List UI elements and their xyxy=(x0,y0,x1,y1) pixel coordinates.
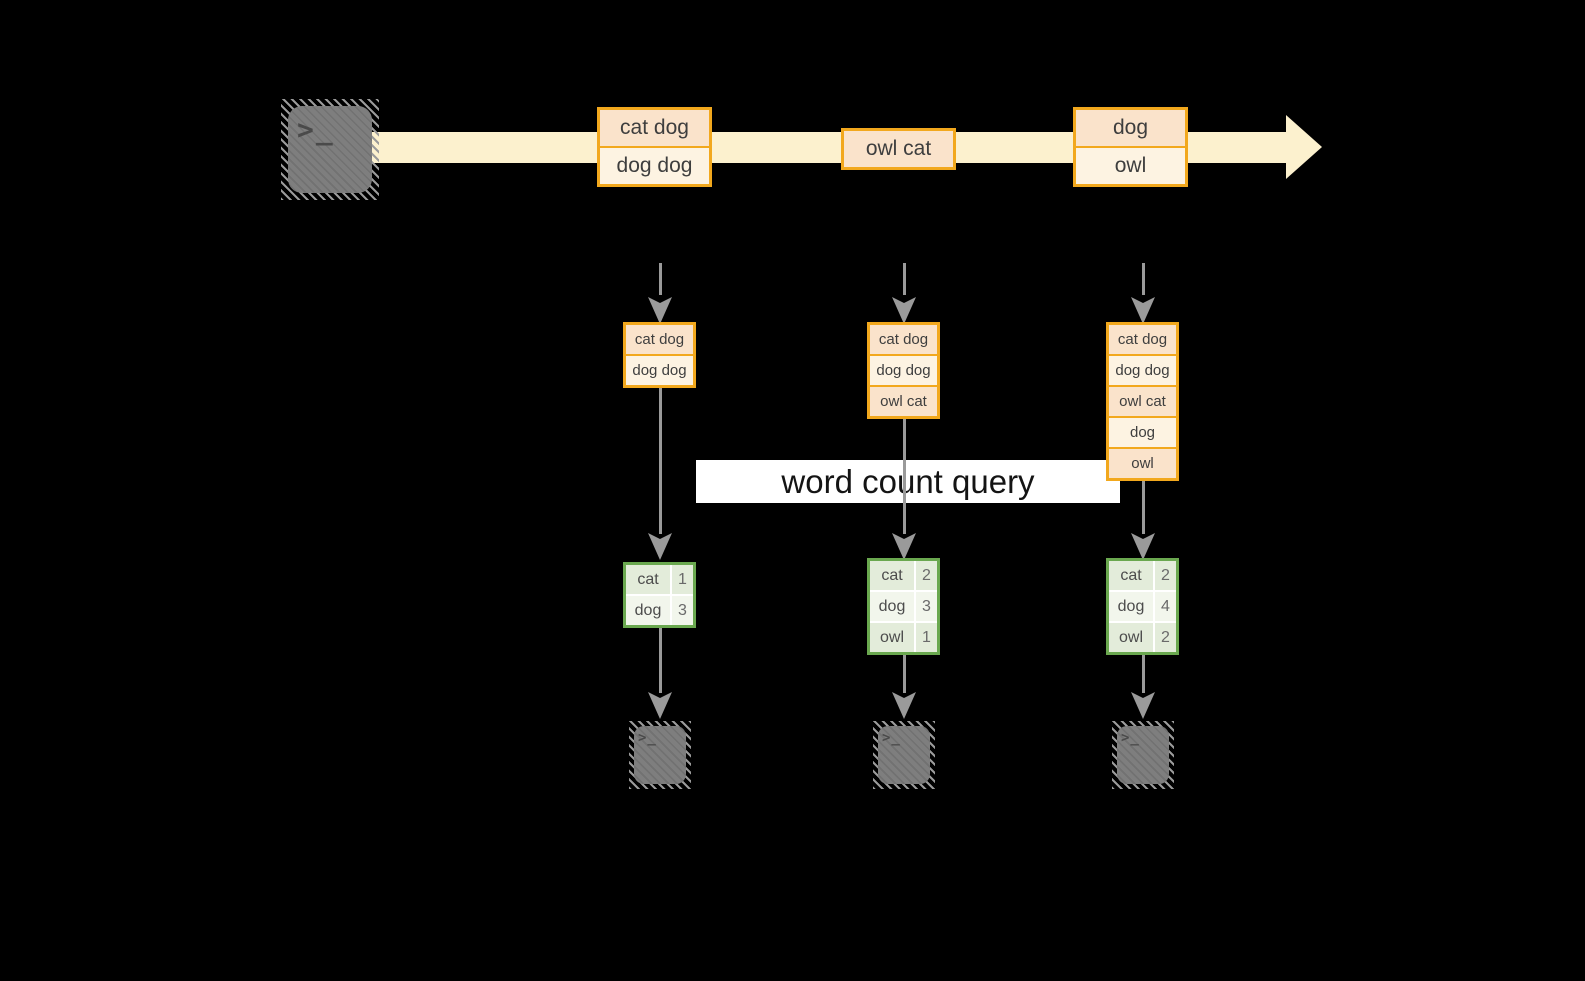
prompt-glyph: >_ xyxy=(297,113,335,146)
arrow-head-icon xyxy=(1131,533,1155,560)
snapshot-record: owl xyxy=(1109,449,1176,478)
sink-arrow-2 xyxy=(902,654,906,693)
query-label: word count query xyxy=(696,460,1120,503)
word-cell: owl xyxy=(870,623,914,652)
terminal-screen xyxy=(1117,726,1169,784)
query-arrow-3 xyxy=(1141,479,1145,534)
sink-arrow-1 xyxy=(658,627,662,693)
result-row: dog 4 xyxy=(1109,592,1176,621)
result-table-1: cat 1 dog 3 xyxy=(623,562,696,628)
result-table-2: cat 2 dog 3 owl 1 xyxy=(867,558,940,655)
snapshot-record: cat dog xyxy=(1109,325,1176,354)
count-cell: 2 xyxy=(1155,561,1176,590)
snapshot-record: dog dog xyxy=(870,356,937,385)
count-cell: 3 xyxy=(672,596,693,625)
stream-record: owl cat xyxy=(844,131,953,167)
stream-record: dog dog xyxy=(600,148,709,184)
stream-batch-2: owl cat xyxy=(841,128,956,170)
snapshot-arrow-2 xyxy=(902,263,906,295)
snapshot-record: owl cat xyxy=(1109,387,1176,416)
word-cell: dog xyxy=(1109,592,1153,621)
count-cell: 4 xyxy=(1155,592,1176,621)
arrow-head-icon xyxy=(648,533,672,560)
count-cell: 3 xyxy=(916,592,937,621)
query-arrow-1 xyxy=(658,386,662,534)
stream-snapshot-2: cat dog dog dog owl cat xyxy=(867,322,940,419)
arrow-head-icon xyxy=(1131,692,1155,719)
result-row: dog 3 xyxy=(870,592,937,621)
terminal-screen xyxy=(634,726,686,784)
arrow-head-icon xyxy=(892,297,916,324)
result-row: cat 2 xyxy=(870,561,937,590)
result-row: cat 1 xyxy=(626,565,693,594)
snapshot-record: dog dog xyxy=(626,356,693,385)
stream-snapshot-3: cat dog dog dog owl cat dog owl xyxy=(1106,322,1179,481)
word-cell: dog xyxy=(626,596,670,625)
word-cell: dog xyxy=(870,592,914,621)
query-arrow-2 xyxy=(902,417,906,534)
terminal-screen xyxy=(288,106,372,193)
arrow-head-icon xyxy=(648,297,672,324)
prompt-glyph: >_ xyxy=(638,730,657,746)
prompt-glyph: >_ xyxy=(1121,730,1140,746)
snapshot-arrow-1 xyxy=(658,263,662,295)
terminal-sink-icon-2: >_ xyxy=(873,721,935,789)
snapshot-record: cat dog xyxy=(870,325,937,354)
stream-record: owl xyxy=(1076,148,1185,184)
word-cell: cat xyxy=(1109,561,1153,590)
arrow-head-icon xyxy=(892,692,916,719)
word-cell: owl xyxy=(1109,623,1153,652)
word-cell: cat xyxy=(626,565,670,594)
count-cell: 2 xyxy=(1155,623,1176,652)
snapshot-arrow-3 xyxy=(1141,263,1145,295)
stream-snapshot-1: cat dog dog dog xyxy=(623,322,696,388)
stream-batch-3: dog owl xyxy=(1073,107,1188,187)
terminal-sink-icon-1: >_ xyxy=(629,721,691,789)
result-table-3: cat 2 dog 4 owl 2 xyxy=(1106,558,1179,655)
stream-batch-1: cat dog dog dog xyxy=(597,107,712,187)
terminal-screen xyxy=(878,726,930,784)
count-cell: 2 xyxy=(916,561,937,590)
arrow-head-icon xyxy=(892,533,916,560)
count-cell: 1 xyxy=(916,623,937,652)
terminal-source-icon: >_ xyxy=(281,99,379,200)
terminal-sink-icon-3: >_ xyxy=(1112,721,1174,789)
count-cell: 1 xyxy=(672,565,693,594)
result-row: cat 2 xyxy=(1109,561,1176,590)
stream-record: dog xyxy=(1076,110,1185,146)
result-row: owl 1 xyxy=(870,623,937,652)
snapshot-record: dog xyxy=(1109,418,1176,447)
result-row: dog 3 xyxy=(626,596,693,625)
sink-arrow-3 xyxy=(1141,654,1145,693)
snapshot-record: dog dog xyxy=(1109,356,1176,385)
result-row: owl 2 xyxy=(1109,623,1176,652)
arrow-head-icon xyxy=(648,692,672,719)
stream-record: cat dog xyxy=(600,110,709,146)
snapshot-record: owl cat xyxy=(870,387,937,416)
word-cell: cat xyxy=(870,561,914,590)
stream-arrowhead-icon xyxy=(1286,115,1322,179)
snapshot-record: cat dog xyxy=(626,325,693,354)
arrow-head-icon xyxy=(1131,297,1155,324)
prompt-glyph: >_ xyxy=(882,730,901,746)
